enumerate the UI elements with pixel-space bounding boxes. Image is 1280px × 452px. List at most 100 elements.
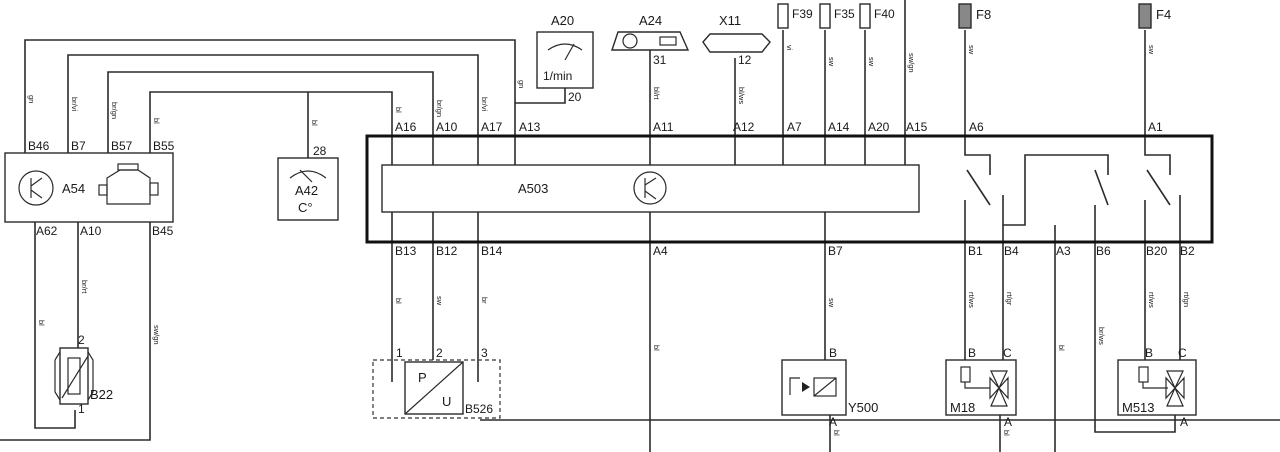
engine-side xyxy=(149,182,159,196)
x11-pin: 12 xyxy=(738,53,752,67)
wire-color-a17: br/vi xyxy=(480,97,489,112)
a54-transistor-emitter xyxy=(30,189,43,199)
a54-pin-b7: B7 xyxy=(71,139,86,153)
b22-pin-top: 2 xyxy=(78,333,85,347)
a503-pin-a14: A14 xyxy=(828,120,850,134)
a503-pin-b20: B20 xyxy=(1146,244,1168,258)
a54-pin-a62: A62 xyxy=(36,224,58,238)
y500-valve: B A Y500 xyxy=(781,346,878,429)
wire-b57-loop xyxy=(107,71,434,153)
a54-label: A54 xyxy=(62,181,85,196)
wire-color-b7: br/vi xyxy=(70,97,79,112)
wire-color-a62: bl xyxy=(37,320,46,326)
fuse-f39-label: F39 xyxy=(792,7,813,21)
a503-pin-b12: B12 xyxy=(436,244,458,258)
a503-transistor-collector xyxy=(644,177,657,186)
wire-color-a12: bl/ws xyxy=(737,87,746,104)
fuse-f4-label: F4 xyxy=(1156,7,1171,22)
wire-color-f40: sw xyxy=(867,57,876,67)
a503-pin-a12: A12 xyxy=(733,120,755,134)
a54-body xyxy=(4,152,174,223)
m513-resistor-lead xyxy=(1142,382,1168,389)
b526-diagonal xyxy=(404,361,464,415)
wire-b46-loop xyxy=(24,39,516,153)
a503-pin-a20: A20 xyxy=(868,120,890,134)
b526-u: U xyxy=(442,394,451,409)
a54-pin-b55: B55 xyxy=(153,139,175,153)
wire-color-b55: bl xyxy=(152,118,161,124)
wire-color-a16: bl xyxy=(394,107,403,113)
a503-frame xyxy=(365,134,1214,244)
fuse-f35-label: F35 xyxy=(834,7,855,21)
wire-color-a42: bl xyxy=(310,120,319,126)
a503-pin-a4: A4 xyxy=(653,244,668,258)
engine-left xyxy=(98,184,108,196)
wire-color-b6: br/ws xyxy=(1097,327,1106,345)
a503-pin-a15: A15 xyxy=(906,120,928,134)
fuse-f39-body xyxy=(777,3,789,29)
a503-pin-a11: A11 xyxy=(653,120,674,134)
a503-pin-a6: A6 xyxy=(969,120,984,134)
a54-transistor-collector xyxy=(30,177,43,187)
wire-a20-feed xyxy=(515,88,566,104)
b22-housing xyxy=(54,351,94,401)
engine-icon xyxy=(98,163,159,205)
m18-label: M18 xyxy=(950,400,975,415)
a503-inner-block xyxy=(381,164,920,213)
a24-instrument: A24 31 xyxy=(611,13,690,67)
m18-pin-a: A xyxy=(1004,415,1012,429)
a54-transistor-icon xyxy=(18,170,54,206)
y500-label: Y500 xyxy=(848,400,878,415)
wire-color-a11: bl/rt xyxy=(652,87,661,100)
x11-label: X11 xyxy=(719,13,741,28)
b526-label: B526 xyxy=(465,402,493,416)
y500-body xyxy=(781,359,847,416)
b22-resistor xyxy=(67,357,81,395)
wire-color-f35: sw xyxy=(827,57,836,67)
wire-color-tags: gn br/vi br/gn bl gn bl/rt bl/ws vi sw s… xyxy=(27,45,1191,436)
b22-body xyxy=(59,347,89,405)
wire-b55-loop xyxy=(149,91,393,153)
m18-pin-b: B xyxy=(968,346,976,360)
a42-body xyxy=(277,157,339,221)
a503-pin-b7: B7 xyxy=(828,244,843,258)
wire-color-b1: rt/ws xyxy=(967,292,976,308)
a503-pin-a16: A16 xyxy=(395,120,417,134)
m513-fan-motor: B C A M513 xyxy=(1117,346,1197,429)
a54-engine-module: A54 B46 B7 B57 B55 A62 A10 B45 xyxy=(4,139,175,238)
b526-pin-3: 3 xyxy=(481,346,488,360)
relay-2-arm xyxy=(1094,169,1109,206)
a503-pin-a10: A10 xyxy=(436,120,458,134)
b526-pin-1: 1 xyxy=(396,346,403,360)
wire-color-b14: br xyxy=(480,297,489,304)
relay-3-contact xyxy=(1144,135,1171,175)
a54-pin-b57: B57 xyxy=(111,139,133,153)
wire-color-b45: sw/gn xyxy=(152,325,161,345)
a42-unit: C° xyxy=(298,200,313,215)
a503-module: A503 A16 A10 A17 A13 A11 A12 A7 A14 A20 … xyxy=(365,120,1214,258)
m513-pin-a: A xyxy=(1180,415,1188,429)
a20-label: A20 xyxy=(551,13,574,28)
wire-color-f4: sw xyxy=(1147,45,1156,55)
wire-color-a3: bl xyxy=(1057,345,1066,351)
a503-pin-a1: A1 xyxy=(1148,120,1163,134)
y500-coil-line xyxy=(813,377,837,397)
a503-transistor-icon xyxy=(633,171,667,205)
m18-resistor-lead xyxy=(964,382,990,389)
a42-pin: 28 xyxy=(313,144,327,158)
a20-unit: 1/min xyxy=(543,69,572,83)
a20-pin: 20 xyxy=(568,90,582,104)
b526-p: P xyxy=(418,370,427,385)
wire-color-a15: sw/gn xyxy=(907,53,916,73)
a24-pin: 31 xyxy=(653,53,667,67)
y500-arrow xyxy=(802,382,810,392)
x11-body xyxy=(702,33,771,53)
wire-color-a10: br/gn xyxy=(435,100,444,117)
a42-temp-gauge: 28 A42 C° xyxy=(277,144,339,221)
wire-color-b20: rt/ws xyxy=(1147,292,1156,308)
a503-pin-a7: A7 xyxy=(787,120,802,134)
a503-pin-b13: B13 xyxy=(395,244,417,258)
a20-dial xyxy=(547,43,583,51)
